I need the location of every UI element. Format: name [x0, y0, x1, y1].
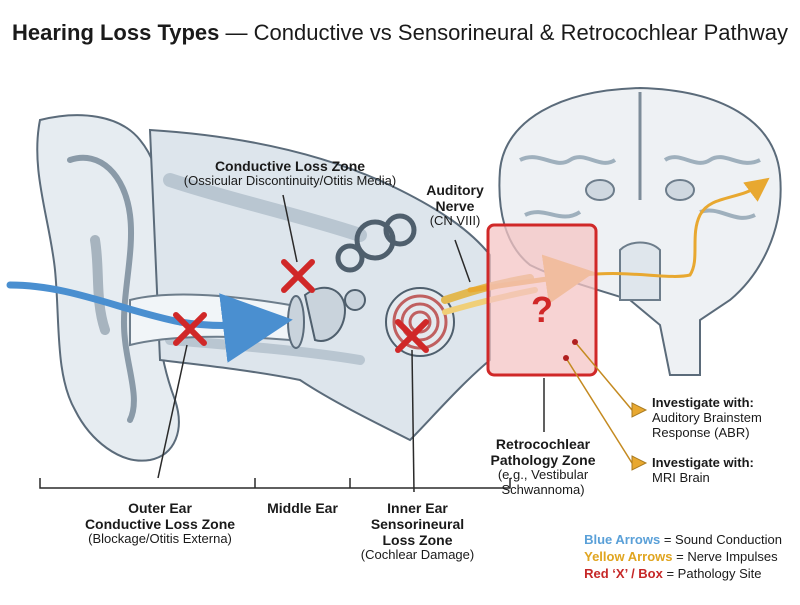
legend-blue-text: = Sound Conduction — [660, 532, 782, 547]
ossicles — [303, 286, 366, 342]
conductive-loss-zone-label: Conductive Loss Zone (Ossicular Disconti… — [170, 158, 410, 189]
blue-arrow-sound-conduction — [6, 281, 293, 363]
leader-lines — [157, 194, 545, 493]
middle-ear-label: Middle Ear — [255, 500, 350, 516]
retrocochlear-zone-label: Retrocochlear Pathology Zone (e.g., Vest… — [478, 436, 608, 498]
inner-ear-line1: Inner Ear — [387, 500, 448, 516]
investigate-mri-label: Investigate with: MRI Brain — [652, 455, 754, 486]
legend-red-key: Red ‘X’ / Box — [584, 565, 663, 581]
mri-line1: MRI Brain — [652, 469, 710, 485]
legend-red-row: Red ‘X’ / Box = Pathology Site — [584, 566, 782, 583]
legend-red-text: = Pathology Site — [662, 565, 762, 581]
middle-ear-line1: Middle Ear — [267, 500, 338, 516]
investigate-connectors — [563, 339, 648, 471]
outer-ear-pinna — [36, 114, 180, 462]
question-mark: ? — [531, 289, 553, 330]
legend-yellow-row: Yellow Arrows = Nerve Impulses — [584, 549, 782, 566]
outer-ear-line2: Conductive Loss Zone — [84, 516, 236, 533]
abr-line1: Auditory Brainstem — [652, 409, 762, 425]
auditory-nerve-label: Auditory Nerve (CN VIII) — [405, 182, 505, 229]
yellow-arrow-brainstem — [583, 177, 770, 278]
mri-heading: Investigate with: — [652, 455, 754, 470]
inner-ear-line2: Sensorineural — [370, 516, 465, 533]
auditory-nerve-line2: Nerve — [435, 198, 475, 215]
investigate-abr-label: Investigate with: Auditory Brainstem Res… — [652, 395, 762, 441]
retro-line3: (e.g., Vestibular — [497, 467, 589, 483]
legend-yellow-key: Yellow Arrows — [584, 548, 673, 564]
legend: Blue Arrows = Sound Conduction Yellow Ar… — [584, 532, 782, 583]
retro-line2: Pathology Zone — [490, 452, 596, 469]
retro-line1: Retrocochlear — [495, 436, 591, 452]
inner-ear-line4: (Cochlear Damage) — [360, 547, 475, 563]
legend-blue-row: Blue Arrows = Sound Conduction — [584, 532, 782, 549]
legend-blue-key: Blue Arrows — [584, 532, 661, 547]
conductive-zone-detail: (Ossicular Discontinuity/Otitis Media) — [183, 173, 397, 189]
retro-line4: Schwannoma) — [501, 482, 585, 498]
pathology-x-outer-ear — [173, 312, 207, 346]
retrocochlear-pathology-box — [486, 223, 598, 377]
conductive-zone-heading: Conductive Loss Zone — [214, 158, 366, 174]
pathology-x-cochlea — [395, 319, 429, 353]
abr-heading: Investigate with: — [652, 395, 754, 410]
outer-ear-line3: (Blockage/Otitis Externa) — [88, 531, 232, 547]
auditory-nerve-line1: Auditory — [426, 182, 484, 198]
semicircular-canals — [335, 213, 417, 273]
pathology-x-middle-ear — [281, 259, 315, 293]
abr-line2: Response (ABR) — [652, 424, 750, 440]
title-rest: — Conductive vs Sensorineural & Retrococ… — [219, 20, 789, 45]
eardrum — [287, 295, 305, 349]
outer-ear-label: Outer Ear Conductive Loss Zone (Blockage… — [70, 500, 250, 547]
title-bold: Hearing Loss Types — [11, 20, 220, 45]
outer-ear-line1: Outer Ear — [128, 500, 192, 516]
auditory-nerve-line3: (CN VIII) — [429, 213, 481, 229]
legend-yellow-text: = Nerve Impulses — [672, 548, 778, 564]
page-title: Hearing Loss Types — Conductive vs Senso… — [0, 20, 800, 45]
brain-coronal-section — [498, 86, 782, 376]
inner-ear-label: Inner Ear Sensorineural Loss Zone (Cochl… — [355, 500, 480, 563]
region-bracket — [39, 478, 511, 489]
inner-ear-line3: Loss Zone — [382, 532, 453, 549]
